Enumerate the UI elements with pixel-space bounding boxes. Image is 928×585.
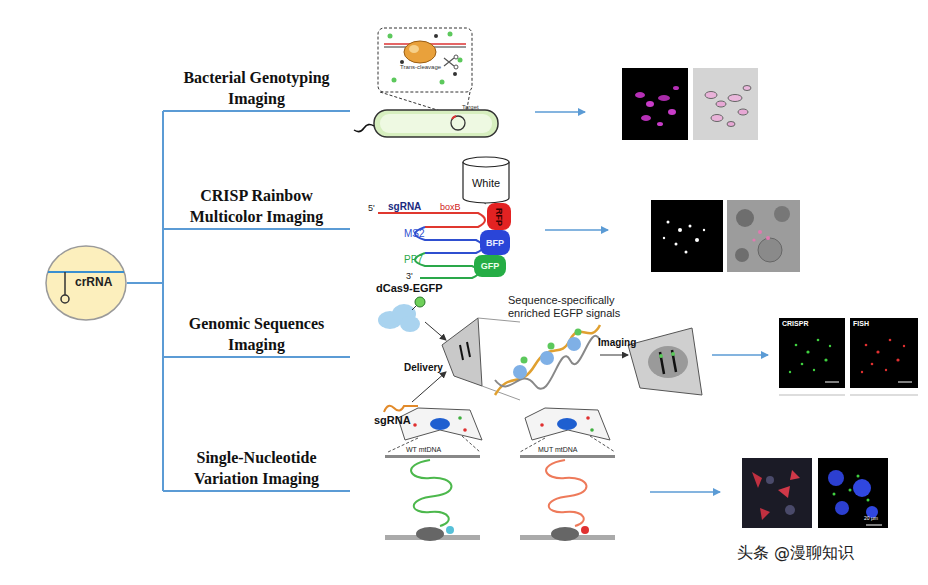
annotation-label: PP7 [404, 254, 423, 266]
node-text: CRISP Rainbow Multicolor Imaging [163, 185, 350, 227]
node-text: Single-Nucleotide Variation Imaging [163, 447, 350, 489]
annotation-label: Sequence-specifically enriched EGFP sign… [508, 294, 658, 319]
category-label: Single-Nucleotide Variation Imaging [163, 444, 350, 492]
annotation-label: Imaging [598, 337, 636, 349]
flow-arrow [545, 229, 608, 231]
image-panel: CRISPR [779, 318, 845, 388]
category-label: Genomic Sequences Imaging [163, 308, 350, 358]
flow-arrow [650, 491, 720, 493]
bacteria-illustration [354, 28, 498, 137]
micrograph [651, 200, 800, 272]
image-panel: FISH [850, 318, 918, 388]
tree-connector [127, 283, 163, 491]
annotation-label: dCas9-EGFP [376, 282, 443, 295]
sgrna-scaffold [378, 200, 486, 278]
annotation-label: Target [462, 104, 479, 111]
node-text: RFP [494, 208, 504, 226]
annotation-label: 3' [406, 271, 413, 281]
fluorescent-protein: BFP [480, 230, 510, 255]
watermark: 头条 @漫聊知识 [737, 544, 854, 562]
annotation-label: 20 μm [864, 516, 878, 522]
mtdna-illustration [385, 408, 615, 541]
flow-arrow [712, 354, 768, 356]
flow-arrow [535, 111, 585, 113]
annotation-label: MS2 [404, 228, 425, 240]
fluorescent-protein: RFP [487, 203, 511, 230]
annotation-label: Trans-cleavage [400, 64, 441, 71]
node-text: Bacterial Genotyping Imaging [163, 67, 350, 109]
tree-connector [127, 111, 163, 283]
cell-shape: crRNA [45, 245, 127, 321]
micrograph [742, 458, 888, 528]
fluorescent-protein: GFP [474, 255, 506, 277]
annotation-label: boxB [440, 202, 461, 212]
tree-connector [127, 283, 163, 357]
node-text: CRISPR [782, 320, 808, 327]
annotation-label: MUT mtDNA [538, 446, 578, 454]
annotation-label: sgRNA [388, 201, 421, 213]
micrograph [779, 318, 918, 395]
category-label: CRISP Rainbow Multicolor Imaging [163, 182, 350, 230]
node-text: GFP [481, 261, 500, 271]
node-text: Genomic Sequences Imaging [163, 313, 350, 355]
category-label: Bacterial Genotyping Imaging [163, 64, 350, 112]
annotation-label: sgRNA [374, 414, 411, 427]
node-text: BFP [486, 238, 504, 248]
micrograph [622, 68, 758, 140]
annotation-label: 5' [368, 203, 375, 213]
annotation-label: WT mtDNA [406, 446, 441, 454]
annotation-label: Delivery [404, 362, 443, 374]
node-text: crRNA [75, 275, 112, 289]
node-text: White [472, 177, 500, 189]
cylinder-tube: White [462, 156, 510, 204]
tree-connector [127, 229, 163, 283]
node-text: FISH [853, 320, 869, 327]
